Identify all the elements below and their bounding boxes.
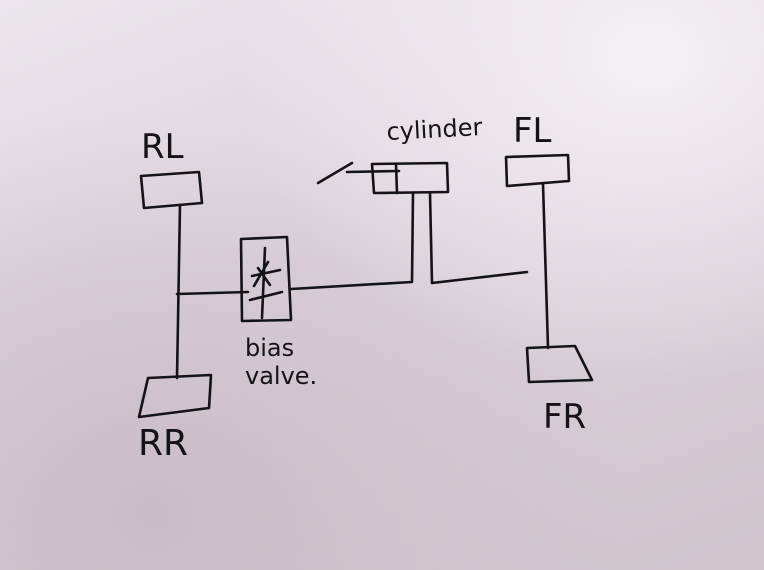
fl-label: FL	[513, 111, 552, 151]
rear-feed-line	[175, 191, 415, 296]
rr-label: RR	[138, 423, 188, 464]
bias-valve-label-line1: bias	[245, 334, 294, 362]
rr-wheel-box	[137, 373, 213, 419]
master-cylinder-piston	[345, 169, 401, 174]
rear-brake-line	[175, 203, 182, 380]
bias-valve-symbol	[248, 246, 284, 320]
bias-valve-box	[239, 235, 293, 323]
master-cylinder-divider	[394, 162, 399, 195]
front-brake-line	[541, 182, 550, 350]
cylinder-label: cylinder	[386, 113, 483, 146]
front-feed-line	[428, 191, 529, 285]
fl-wheel-box	[504, 153, 571, 188]
fr-label: FR	[543, 397, 586, 437]
brake-pedal-rod	[316, 161, 354, 185]
fr-wheel-box	[525, 344, 594, 384]
rl-wheel-box	[139, 170, 204, 210]
bias-valve-label-line2: valve.	[245, 362, 317, 390]
master-cylinder	[370, 161, 450, 195]
rl-label: RL	[141, 127, 184, 167]
